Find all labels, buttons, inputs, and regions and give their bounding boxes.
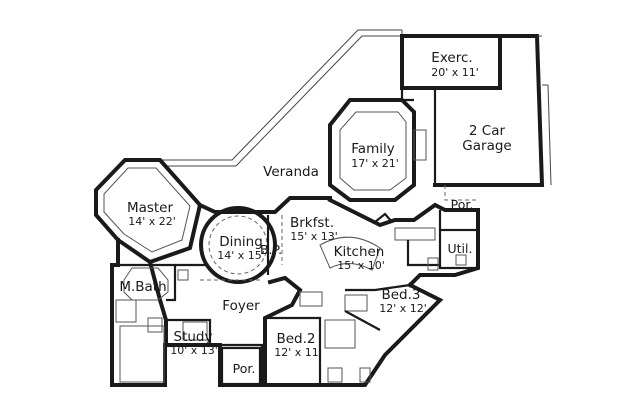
bed2-label: Bed.2 [276, 331, 315, 347]
bed3-size: 12' x 12' [379, 302, 427, 315]
master-bath-room [115, 263, 189, 383]
garage-label-line1: 2 Car [469, 123, 506, 139]
bed3-label: Bed.3 [381, 287, 420, 303]
bed3-room [344, 283, 411, 331]
breakfast-label: Brkfst. [290, 215, 334, 231]
master-bath-label: M.Bath [119, 279, 166, 295]
front-porch-label: Por. [233, 361, 256, 376]
dining-size: 14' x 15' [217, 249, 265, 262]
garage-label-line2: Garage [462, 138, 511, 154]
study-size: 10' x 13' [170, 344, 218, 357]
family-size: 17' x 21' [351, 157, 399, 170]
master-bedroom [94, 158, 203, 265]
master-size: 14' x 22' [128, 215, 176, 228]
utility-and-porch [427, 210, 480, 271]
butler-pantry [266, 215, 283, 275]
garage-room [433, 34, 552, 201]
dining-label: Dining [219, 234, 263, 250]
front-porch [220, 346, 262, 386]
butler-pantry-label: B.P. [260, 242, 282, 257]
rear-porch-label: Por. [451, 197, 474, 212]
exercise-label: Exerc. [431, 50, 472, 66]
breakfast-size: 15' x 13' [290, 230, 338, 243]
study-label: Study [174, 329, 213, 345]
kitchen-label: Kitchen [334, 244, 385, 260]
house-walls [110, 196, 480, 387]
master-label: Master [127, 200, 174, 216]
foyer-room [175, 263, 260, 281]
study-room [166, 318, 212, 345]
exercise-size: 20' x 11' [431, 66, 479, 79]
kitchen-area [319, 212, 440, 271]
bed2-room [265, 291, 371, 385]
family-room [328, 98, 427, 202]
family-label: Family [351, 141, 394, 157]
foyer-label: Foyer [222, 298, 260, 314]
utility-label: Util. [448, 241, 473, 256]
veranda-label: Veranda [263, 164, 319, 180]
kitchen-size: 15' x 10' [337, 259, 385, 272]
bed2-size: 12' x 11' [274, 346, 322, 359]
